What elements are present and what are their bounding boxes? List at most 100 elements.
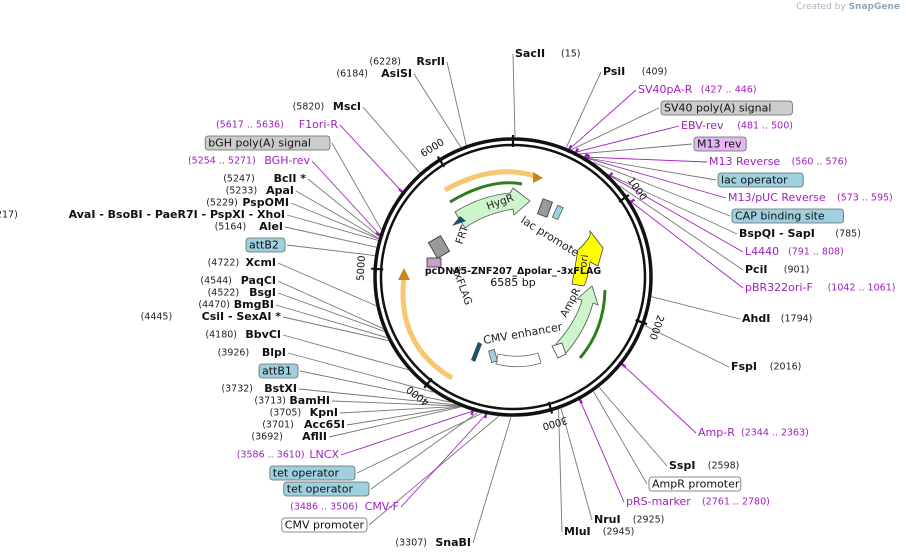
leader-line [608, 174, 738, 235]
svg-text:Amp-R: Amp-R [698, 426, 735, 439]
feature-label-sspi: SspI(2598) [669, 459, 739, 472]
frt-feature [452, 216, 466, 226]
feature-label-prs-marker: pRS-marker(2761 .. 2780) [626, 495, 770, 508]
svg-text:(3705): (3705) [270, 408, 302, 419]
tick-label: 3000 [541, 414, 568, 432]
leader-line [413, 73, 462, 148]
feature-label-bbvci: BbvCI(4180) [205, 328, 281, 341]
leader-line [340, 410, 473, 456]
feature-label-aflii: AflII(3692) [251, 430, 327, 443]
svg-text:MluI: MluI [564, 525, 591, 538]
svg-text:FspI: FspI [731, 360, 757, 373]
leader-line [593, 161, 731, 217]
svg-text:SnaBI: SnaBI [435, 536, 471, 549]
svg-text:bGH poly(A) signal: bGH poly(A) signal [208, 137, 311, 150]
feature-label-msci: MscI(5820) [293, 100, 361, 113]
svg-text:(2761 .. 2780): (2761 .. 2780) [702, 497, 770, 508]
svg-text:(2945): (2945) [603, 527, 635, 538]
svg-text:AhdI: AhdI [742, 312, 770, 325]
ampr-promoter-feature [551, 342, 567, 359]
svg-text:F1ori-R: F1ori-R [299, 118, 339, 131]
feature-label-ebv-rev: EBV-rev(481 .. 500) [681, 119, 793, 132]
svg-text:(4544): (4544) [200, 276, 232, 287]
ori-label: ori [578, 254, 591, 269]
svg-text:BbvCI: BbvCI [245, 328, 281, 341]
feature-label-bgh-rev: BGH-rev(5254 .. 5271) [188, 154, 311, 167]
leader-line [287, 352, 434, 393]
svg-text:(3586 .. 3610): (3586 .. 3610) [237, 450, 305, 461]
svg-text:PaqCI: PaqCI [241, 274, 276, 287]
svg-text:PspOMI: PspOMI [242, 196, 289, 209]
svg-text:XcmI: XcmI [245, 256, 276, 269]
leader-line [331, 400, 459, 407]
svg-text:(2344 .. 2363): (2344 .. 2363) [741, 428, 809, 439]
svg-text:KpnI: KpnI [310, 406, 338, 419]
svg-text:BstXI: BstXI [264, 382, 297, 395]
svg-text:attB1: attB1 [262, 365, 292, 378]
feature-label-f1ori-r: F1ori-R(5617 .. 5636) [216, 118, 338, 131]
svg-text:(3732): (3732) [221, 384, 253, 395]
svg-text:RsrII: RsrII [416, 55, 445, 68]
feature-label-amp-r: Amp-R (2344 .. 2363) [698, 426, 809, 439]
feature-label-m13-puc: M13/pUC Reverse(573 .. 595) [728, 191, 893, 204]
feature-label-bstxi: BstXI (3732) [221, 382, 297, 395]
leader-line [644, 324, 730, 368]
feature-label-bmgbi: BmgBI(4470) [198, 298, 274, 311]
orange-arc-top-head [533, 172, 543, 183]
svg-text:(15): (15) [561, 49, 581, 60]
leader-line [284, 226, 377, 248]
bgh-block [427, 235, 451, 259]
svg-text:tet operator: tet operator [273, 467, 340, 480]
feature-label-ampr: AmpR promoter [648, 476, 742, 492]
feature-label-cap: CAP binding site [731, 208, 844, 224]
leader-line [586, 157, 717, 181]
leader-line [651, 296, 741, 320]
feature-label-paqci: PaqCI (4544) [200, 274, 276, 287]
leader-line [598, 387, 668, 467]
tick-mark [635, 319, 648, 326]
leader-line [328, 406, 462, 438]
leader-line [609, 175, 744, 253]
feature-label-sv40: SV40 poly(A) signal [660, 100, 793, 116]
svg-text:(5164): (5164) [215, 222, 247, 233]
feature-label-alei: AleI(5164) [215, 220, 283, 233]
leader-line [575, 125, 680, 153]
svg-text:(1042 .. 1061): (1042 .. 1061) [828, 283, 896, 294]
tick-label: 5000 [356, 255, 368, 281]
svg-text:(3692): (3692) [251, 432, 283, 443]
svg-text:BlpI: BlpI [262, 346, 286, 359]
feature-label-bamhi: BamHI(3713) [254, 394, 330, 407]
svg-text:(5233): (5233) [226, 186, 258, 197]
svg-text:BamHI: BamHI [289, 394, 330, 407]
leader-line [558, 409, 563, 533]
svg-text:AmpR promoter: AmpR promoter [652, 478, 740, 491]
feature-label-psii: PsiI(409) [603, 65, 667, 78]
svg-text:SacII: SacII [515, 47, 545, 60]
leader-line [295, 190, 379, 239]
feature-label-csii: CsiI - SexAI *(4445) [141, 310, 282, 323]
svg-text:(3713): (3713) [254, 396, 286, 407]
svg-text:PciI: PciI [745, 263, 767, 276]
leader-line [565, 71, 602, 148]
svg-text:SV40 poly(A) signal: SV40 poly(A) signal [664, 102, 771, 115]
svg-text:AsiSI: AsiSI [381, 67, 412, 80]
svg-text:AvaI - BsoBI - PaeR7I - PspXI: AvaI - BsoBI - PaeR7I - PspXI - XhoI [69, 208, 285, 221]
orange-arc-top [443, 169, 539, 193]
svg-text:CsiI - SexAI *: CsiI - SexAI * [202, 310, 282, 323]
svg-text:(4722): (4722) [208, 258, 240, 269]
tick-mark [436, 155, 446, 168]
svg-text:EBV-rev: EBV-rev [681, 119, 724, 132]
svg-text:(4522): (4522) [208, 288, 240, 299]
leader-line [446, 61, 467, 146]
tag-block [426, 257, 442, 268]
feature-label-rsrii: RsrII (6228) [369, 55, 445, 68]
svg-text:(791 .. 808): (791 .. 808) [788, 247, 844, 258]
svg-text:(6228): (6228) [369, 57, 401, 68]
feature-label-avai: AvaI - BsoBI - PaeR7I - PspXI - XhoI(521… [0, 208, 285, 221]
feature-label-bcli: BclI *(5247) [223, 172, 306, 185]
svg-text:(5229): (5229) [206, 198, 238, 209]
svg-text:CMV promoter: CMV promoter [285, 519, 365, 532]
leader-line [277, 292, 385, 332]
feature-label-nrui: NruI(2925) [594, 513, 664, 526]
